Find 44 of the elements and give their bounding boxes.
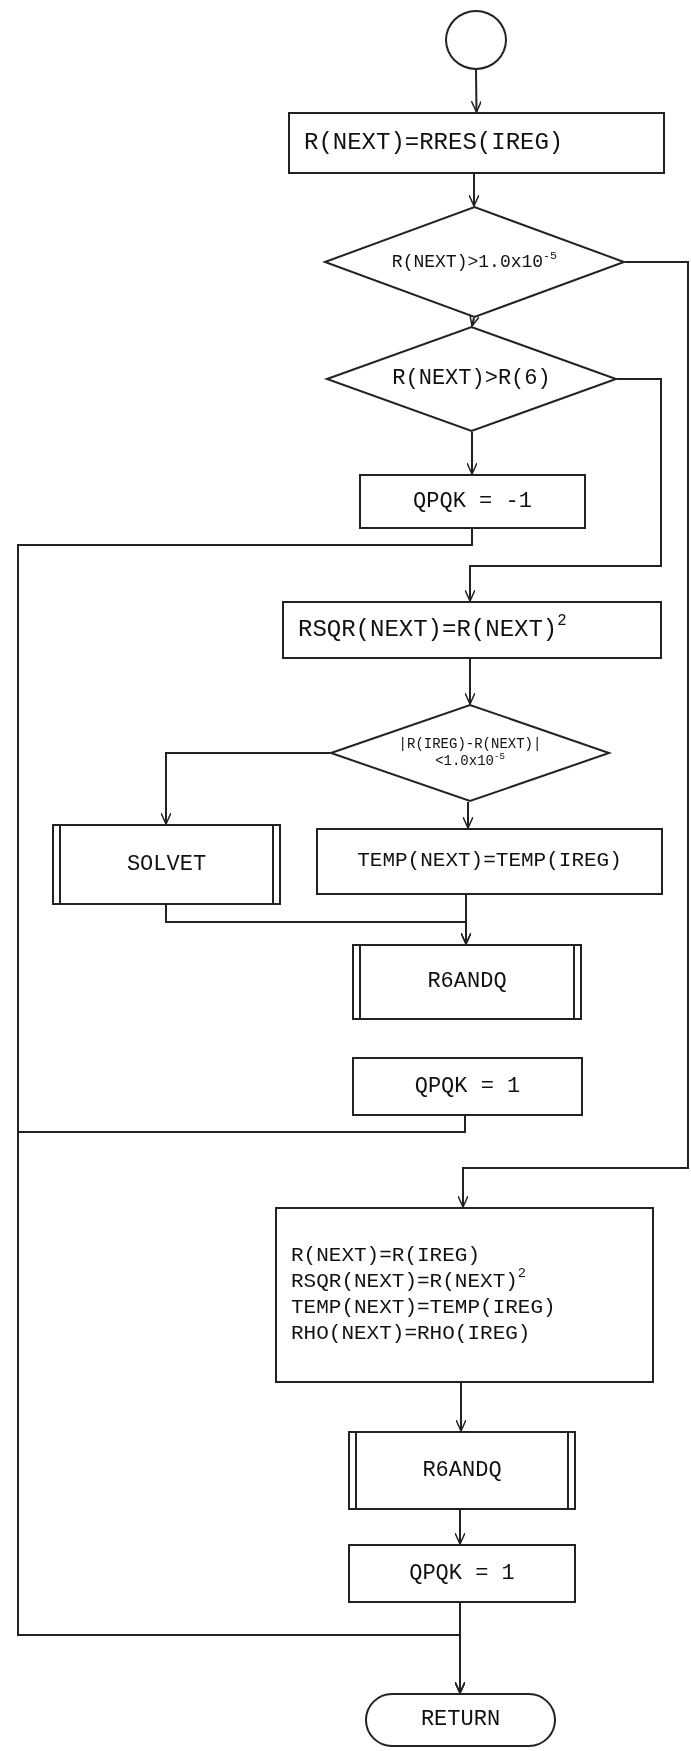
flow-arrow [468, 173, 480, 207]
decision-diamond [330, 704, 610, 802]
flow-arrow [455, 1382, 467, 1432]
flow-arrow [470, 69, 483, 113]
process-box [288, 112, 665, 174]
statement-text: SOLVET [126, 850, 207, 879]
statement-text: QPQK = 1 [414, 1072, 521, 1101]
flow-arrow [460, 894, 472, 945]
process-box [275, 1207, 654, 1383]
process-box [316, 828, 663, 895]
condition-text: |R(IREG)-R(NEXT)| <1.0x10$^{-5}$ [397, 735, 543, 771]
process-box [352, 1057, 583, 1116]
connector-circle [445, 10, 507, 70]
subroutine-box [352, 944, 582, 1020]
statement-text: R(NEXT)=R(IREG) [291, 1242, 481, 1269]
condition-text: R(NEXT)>R(6) [392, 365, 551, 393]
statement-text: TEMP(NEXT)=TEMP(IREG) [357, 848, 622, 875]
flow-arrow [454, 1602, 466, 1694]
statement-text: R6ANDQ [427, 968, 507, 996]
decision-diamond [326, 326, 617, 432]
condition-text: R(NEXT)>1.0x10$^{-5}$ [391, 250, 558, 274]
process-box [282, 601, 662, 659]
statement-text: R6ANDQ [422, 1456, 502, 1485]
decision-diamond [324, 206, 625, 318]
statement-text: RSQR(NEXT)=R(NEXT)$^{2}$ [291, 1268, 527, 1295]
statement-text: QPQK = 1 [409, 1559, 515, 1588]
flow-arrow [466, 431, 478, 475]
statement-text: RETURN [420, 1706, 501, 1734]
statement-text: RHO(NEXT)=RHO(IREG) [291, 1321, 531, 1348]
statement-text: RSQR(NEXT)=R(NEXT)$^{2}$ [298, 615, 567, 645]
terminal-box [365, 1693, 556, 1747]
statement-text: TEMP(NEXT)=TEMP(IREG) [291, 1295, 556, 1321]
process-box [359, 474, 586, 529]
flow-arrow [457, 261, 689, 1208]
flow-arrow [462, 801, 474, 829]
subroutine-box [348, 1431, 576, 1510]
flow-arrow [160, 752, 331, 825]
flow-arrow [454, 1509, 466, 1545]
flow-arrow [464, 378, 662, 602]
flow-arrow [464, 658, 476, 705]
statement-text: QPQK = -1 [413, 487, 532, 516]
process-box [348, 1544, 576, 1603]
statement-text: R(NEXT)=RRES(IREG) [304, 128, 564, 158]
subroutine-box [52, 824, 281, 905]
